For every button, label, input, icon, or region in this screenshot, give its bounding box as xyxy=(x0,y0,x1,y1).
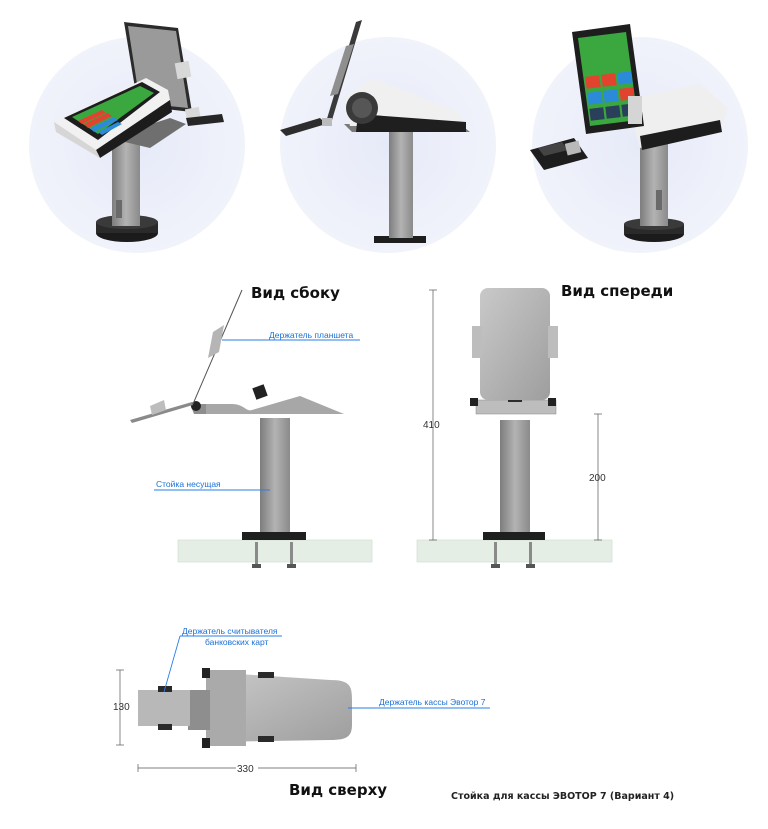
tablet-holder-label: Держатель планшета xyxy=(269,330,353,340)
top-view-title: Вид сверху xyxy=(289,781,387,799)
card-reader-holder-label-line1: Держатель считывателя xyxy=(182,626,278,636)
register-screen xyxy=(64,82,160,140)
front-view-drawing xyxy=(416,288,613,568)
dimension-200: 200 xyxy=(589,473,606,484)
side-view-drawing xyxy=(130,289,373,568)
render-stand-tablet-front xyxy=(29,22,245,253)
card-reader-holder-label-line2: банковских карт xyxy=(205,637,269,647)
top-view-drawing xyxy=(116,635,490,772)
render-stand-side xyxy=(280,20,496,253)
side-view-title: Вид сбоку xyxy=(251,284,340,302)
front-view-title: Вид спереди xyxy=(561,282,673,300)
support-post-label: Стойка несущая xyxy=(156,479,221,489)
register-holder-label: Держатель кассы Эвотор 7 xyxy=(379,697,486,707)
tablet-tiles xyxy=(585,71,637,121)
render-stand-card-reader xyxy=(530,24,748,253)
dimension-330: 330 xyxy=(237,764,254,775)
product-caption: Стойка для кассы ЭВОТОР 7 (Вариант 4) xyxy=(451,791,674,802)
dimension-410: 410 xyxy=(423,420,440,431)
dimension-130: 130 xyxy=(113,702,130,713)
